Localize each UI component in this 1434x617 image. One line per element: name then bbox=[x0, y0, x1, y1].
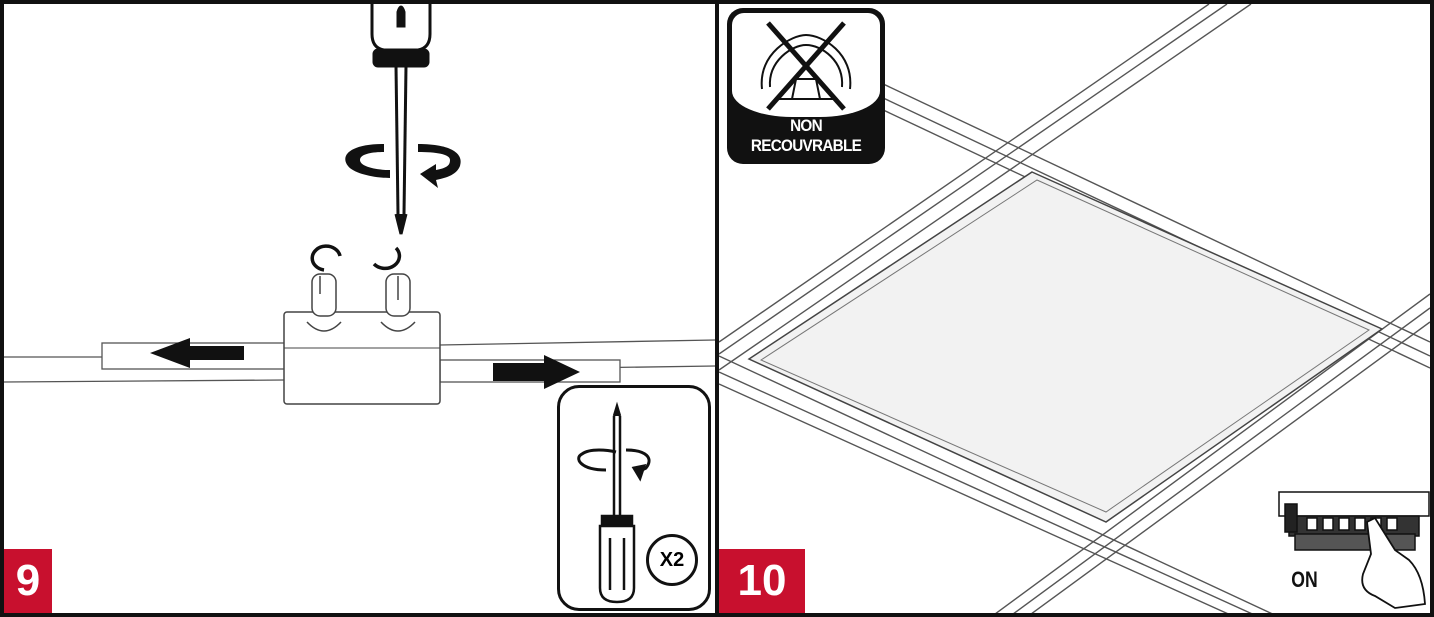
non-coverable-warning: NON RECOUVRABLE bbox=[727, 8, 885, 164]
step-number-badge: 10 bbox=[719, 549, 805, 613]
step-9-illustration bbox=[4, 4, 715, 405]
step-10-panel: NON RECOUVRABLE ON 10 bbox=[717, 0, 1434, 617]
hand-icon bbox=[1361, 516, 1426, 609]
tool-inset: X2 bbox=[557, 385, 711, 611]
rotate-arrow-icon bbox=[345, 144, 461, 188]
ceiling-grid-illustration bbox=[719, 4, 1430, 613]
push-arrow-icon bbox=[150, 338, 580, 389]
warning-label: NON RECOUVRABLE bbox=[750, 116, 862, 155]
quantity-badge: X2 bbox=[646, 534, 698, 586]
screwdriver-icon bbox=[577, 401, 651, 604]
rotate-arrow-icon bbox=[310, 244, 402, 272]
switch-on-label: ON bbox=[1291, 567, 1318, 592]
insulation-crossed-icon bbox=[760, 21, 852, 111]
screwdriver-icon bbox=[370, 4, 432, 235]
terminal-block-icon bbox=[1278, 491, 1430, 551]
step-9-panel: X2 9 bbox=[0, 0, 717, 617]
step-number-badge: 9 bbox=[4, 549, 52, 613]
wire-connector bbox=[283, 273, 441, 405]
led-panel bbox=[747, 171, 1384, 523]
